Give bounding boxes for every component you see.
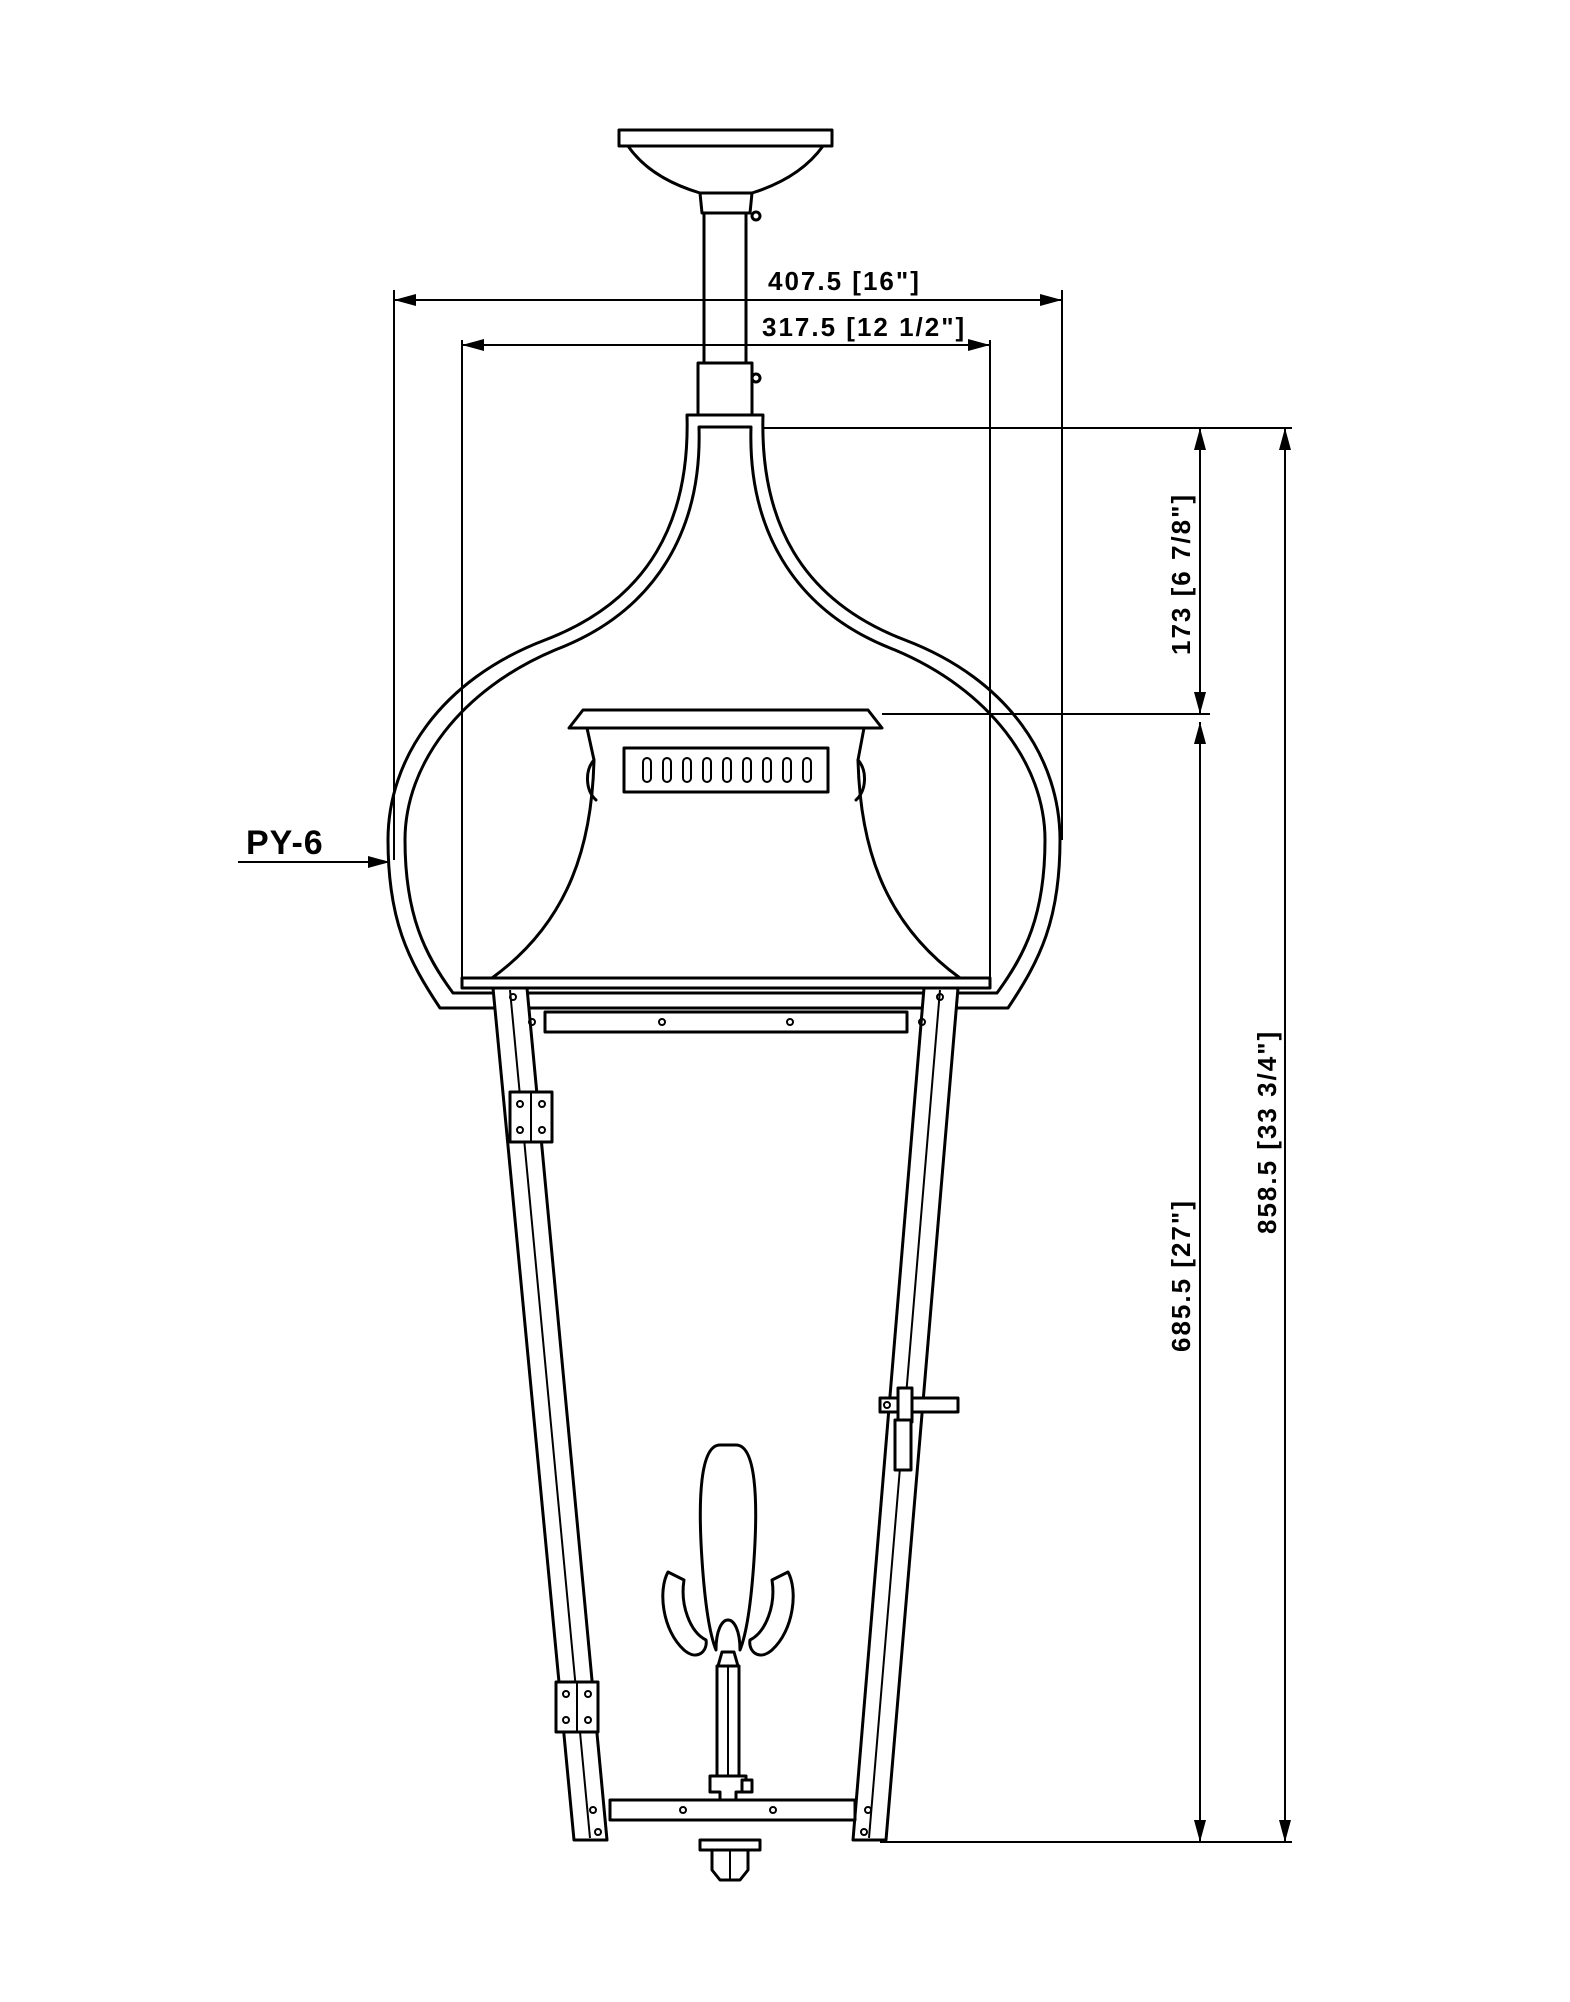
ceiling-mount — [617, 128, 834, 417]
outer-width-label: 407.5 [16"] — [768, 266, 921, 296]
total-height-label: 858.5 [33 3/4"] — [1252, 1030, 1282, 1234]
rivet — [528, 1018, 536, 1026]
arrowhead — [968, 339, 990, 351]
coupler-screw — [750, 372, 762, 384]
dome-inner-shell — [403, 425, 1047, 995]
vent-slot — [662, 757, 672, 783]
latch-screw — [883, 1401, 891, 1409]
rivet — [679, 1806, 687, 1814]
arrowhead — [1040, 294, 1062, 306]
top-height-label: 173 [6 7/8"] — [1166, 493, 1196, 655]
rivet — [860, 1828, 868, 1836]
arrowhead — [394, 294, 416, 306]
downrod-coupler — [696, 361, 754, 417]
vent-slot — [642, 757, 652, 783]
canopy-plate — [617, 128, 834, 148]
hinge-screw — [584, 1690, 592, 1698]
arrowhead — [1279, 428, 1291, 450]
hinge-screw — [516, 1100, 524, 1108]
upper-hinge — [508, 1090, 554, 1144]
arrowhead — [368, 856, 390, 868]
hinge-screw — [538, 1100, 546, 1108]
gas-flame — [661, 1443, 795, 1882]
rivet — [786, 1018, 794, 1026]
latch-bar — [878, 1396, 960, 1414]
rivet — [589, 1806, 597, 1814]
bottom-cross-rail — [608, 1798, 857, 1822]
latch-knob — [896, 1386, 914, 1424]
downrod — [702, 211, 748, 365]
arrowhead — [1194, 722, 1206, 744]
dome-outer-shell — [386, 413, 1062, 1010]
rivet — [918, 1018, 926, 1026]
rivet — [658, 1018, 666, 1026]
rivet — [509, 993, 517, 1001]
vent-cap-right-ear — [854, 758, 866, 802]
hinge-screw — [516, 1126, 524, 1134]
vent-slot — [762, 757, 772, 783]
valve-knob — [740, 1778, 754, 1794]
right-flame — [748, 1570, 795, 1657]
top-cross-rail — [543, 1010, 909, 1034]
hinge-screw — [562, 1690, 570, 1698]
arrowhead — [1194, 1820, 1206, 1842]
dimension-lines — [238, 290, 1292, 1843]
dimension-labels: 407.5 [16"] 317.5 [12 1/2"] 173 [6 7/8"]… — [246, 266, 1282, 1352]
vent-slot — [802, 757, 812, 783]
vent-cap-brim — [567, 708, 884, 730]
vent-slot — [742, 757, 752, 783]
arrowhead — [1194, 692, 1206, 714]
inner-width-label: 317.5 [12 1/2"] — [762, 312, 966, 342]
burner-tip — [716, 1650, 740, 1668]
arrowhead — [1194, 428, 1206, 450]
vent-slot — [722, 757, 732, 783]
vent-slot — [682, 757, 692, 783]
hinge-screw — [584, 1716, 592, 1724]
left-flame — [661, 1570, 708, 1657]
hinge-screw — [562, 1716, 570, 1724]
vent-slots — [642, 757, 812, 783]
vent-slot — [782, 757, 792, 783]
vent-cap-left-ear — [586, 758, 598, 802]
rivet — [594, 1828, 602, 1836]
vent-cap — [490, 708, 962, 980]
latch-strike — [893, 1418, 913, 1472]
rivet — [864, 1806, 872, 1814]
lower-hinge — [554, 1680, 600, 1734]
vent-slot — [702, 757, 712, 783]
canopy-screw — [750, 210, 762, 222]
canopy-bowl — [626, 144, 825, 195]
hinge-screw — [538, 1126, 546, 1134]
rivet — [769, 1806, 777, 1814]
door-latch — [878, 1386, 960, 1472]
canopy-neck — [698, 191, 754, 215]
part-code-callout: PY-6 — [246, 824, 324, 862]
vent-cap-bell — [490, 726, 962, 980]
center-flame — [698, 1443, 758, 1652]
vent-slot-panel — [622, 746, 830, 794]
arrowhead — [462, 339, 484, 351]
rivet — [936, 993, 944, 1001]
arrowhead — [1279, 1820, 1291, 1842]
lower-height-label: 685.5 [27"] — [1166, 1199, 1196, 1352]
